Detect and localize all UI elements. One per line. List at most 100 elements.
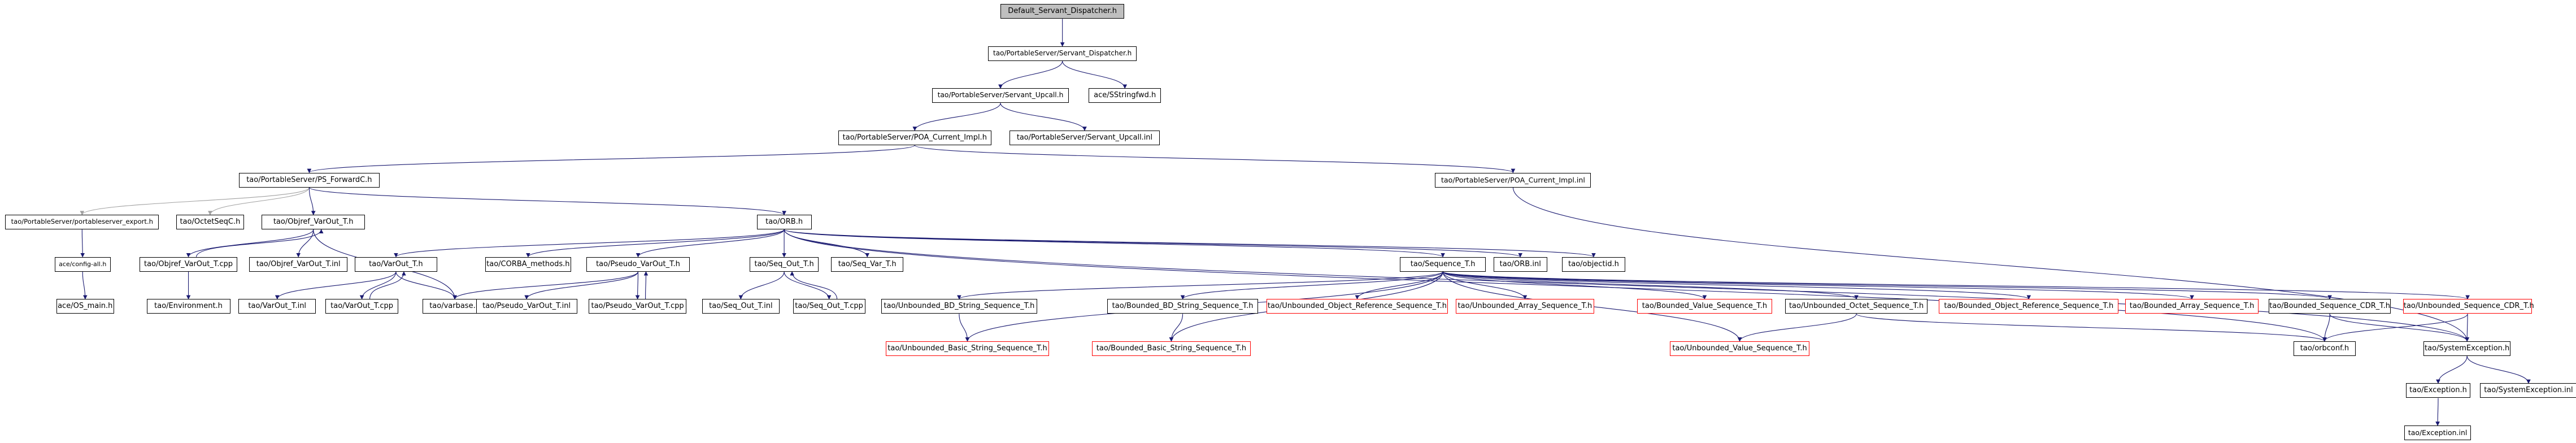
graph-node[interactable]: tao/Pseudo_VarOut_T.cpp: [588, 299, 687, 314]
graph-node[interactable]: tao/Seq_Out_T.inl: [702, 299, 780, 314]
dependency-edge: [526, 229, 785, 258]
dependency-edge: [369, 271, 406, 299]
dependency-edge: [208, 187, 310, 215]
graph-node[interactable]: tao/Objref_VarOut_T.cpp: [139, 257, 238, 272]
graph-node[interactable]: tao/SystemException.h: [2423, 341, 2510, 356]
graph-node[interactable]: tao/Seq_Out_T.cpp: [793, 299, 865, 314]
graph-node[interactable]: tao/OctetSeqC.h: [176, 215, 245, 230]
graph-node[interactable]: tao/Objref_VarOut_T.inl: [249, 257, 347, 272]
graph-node[interactable]: tao/Unbounded_Basic_String_Sequence_T.h: [886, 341, 1049, 356]
graph-node[interactable]: tao/PortableServer/POA_Current_Impl.inl: [1435, 172, 1591, 188]
dependency-edge: [784, 229, 870, 258]
graph-node[interactable]: tao/VarOut_T.cpp: [325, 299, 399, 314]
dependency-edge: [2436, 355, 2468, 384]
dependency-edge: [738, 271, 785, 300]
graph-node[interactable]: tao/Bounded_Object_Reference_Sequence_T.…: [1939, 299, 2119, 314]
graph-node[interactable]: tao/Bounded_Basic_String_Sequence_T.h: [1091, 341, 1251, 356]
graph-node[interactable]: tao/Seq_Out_T.h: [749, 257, 819, 272]
dependency-edge: [636, 229, 785, 258]
dependency-edge: [524, 271, 639, 300]
dependency-edge: [914, 145, 1515, 173]
graph-node[interactable]: tao/SystemException.inl: [2480, 383, 2576, 398]
graph-node: Default_Servant_Dispatcher.h: [1000, 4, 1125, 19]
graph-node[interactable]: tao/orbconf.h: [2294, 341, 2356, 356]
dependency-edge: [1442, 271, 2031, 300]
graph-node[interactable]: tao/objectid.h: [1562, 257, 1625, 272]
graph-node[interactable]: tao/Environment.h: [146, 299, 230, 314]
dependency-edge: [186, 229, 314, 258]
dependency-edge: [784, 229, 2327, 342]
graph-node[interactable]: tao/Bounded_Sequence_CDR_T.h: [2269, 299, 2391, 314]
dependency-edge: [1856, 313, 2327, 342]
graph-node[interactable]: tao/VarOut_T.h: [354, 257, 437, 272]
dependency-edge: [784, 229, 1596, 258]
graph-node[interactable]: ace/OS_main.h: [56, 299, 114, 314]
dependency-edge: [394, 229, 785, 258]
graph-node[interactable]: ace/SStringfwd.h: [1089, 88, 1161, 103]
dependency-edge: [308, 187, 316, 215]
graph-node[interactable]: tao/PortableServer/Servant_Upcall.h: [932, 88, 1069, 103]
graph-node[interactable]: tao/Sequence_T.h: [1400, 257, 1486, 272]
dependency-edge: [1442, 271, 1707, 300]
graph-node[interactable]: tao/Unbounded_Object_Reference_Sequence_…: [1266, 299, 1448, 314]
graph-node[interactable]: tao/Bounded_BD_String_Sequence_T.h: [1107, 299, 1258, 314]
graph-node[interactable]: tao/Bounded_Array_Sequence_T.h: [2125, 299, 2259, 314]
dependency-edge: [784, 229, 2469, 342]
dependency-edge: [296, 229, 314, 258]
dependency-edge: [1000, 103, 1087, 131]
graph-node[interactable]: tao/ORB.inl: [1493, 257, 1547, 272]
graph-node[interactable]: tao/Bounded_Value_Sequence_T.h: [1637, 299, 1773, 314]
dependency-edge: [1737, 314, 1857, 342]
graph-node[interactable]: tao/PortableServer/PS_ForwardC.h: [239, 172, 380, 188]
dependency-edge: [82, 271, 88, 300]
dependency-edge: [1442, 271, 1528, 300]
dependency-edge: [452, 271, 639, 300]
dependency-edge: [395, 271, 457, 300]
dependency-edge: [959, 314, 970, 342]
dependency-edge: [1355, 271, 1443, 300]
dependency-edge: [2322, 314, 2468, 342]
graph-node[interactable]: tao/Unbounded_BD_String_Sequence_T.h: [881, 299, 1037, 314]
dependency-edge: [195, 229, 324, 257]
dependency-edge: [1512, 187, 2469, 342]
dependency-edge: [1062, 60, 1128, 89]
dependency-edge: [307, 145, 915, 173]
dependency-edge: [790, 271, 838, 299]
dependency-edge: [1442, 271, 1859, 300]
dependency-edge: [1169, 314, 1183, 342]
dependency-edge: [2466, 355, 2531, 384]
dependency-edge: [998, 60, 1063, 89]
graph-node[interactable]: tao/Unbounded_Array_Sequence_T.h: [1455, 299, 1594, 314]
graph-node[interactable]: tao/Exception.inl: [2404, 425, 2471, 441]
dependency-edge: [957, 271, 1443, 300]
graph-node[interactable]: tao/PortableServer/POA_Current_Impl.h: [838, 131, 991, 146]
graph-node[interactable]: tao/Exception.h: [2406, 383, 2470, 398]
dependency-edge: [784, 229, 1445, 258]
graph-node[interactable]: tao/ORB.h: [756, 215, 812, 230]
graph-node[interactable]: tao/Seq_Var_T.h: [831, 257, 904, 272]
graph-node[interactable]: tao/Pseudo_VarOut_T.inl: [476, 299, 577, 314]
dependency-edge: [2465, 314, 2470, 342]
dependency-edge: [912, 103, 1001, 131]
dependency-edge: [275, 271, 397, 300]
dependency-edge: [1442, 271, 2332, 300]
dependency-edge: [359, 271, 397, 300]
graph-node[interactable]: tao/Pseudo_VarOut_T.h: [586, 257, 690, 272]
graph-node[interactable]: tao/Unbounded_Value_Sequence_T.h: [1670, 341, 1809, 356]
graph-node[interactable]: ace/config-all.h: [54, 257, 111, 272]
graph-node[interactable]: tao/PortableServer/Servant_Dispatcher.h: [988, 46, 1137, 61]
dependency-edge: [80, 187, 310, 215]
dependency-edge: [784, 271, 832, 300]
graph-node[interactable]: tao/VarOut_T.inl: [238, 299, 316, 314]
dependency-edge: [1442, 271, 2194, 300]
dependency-edge: [1180, 271, 1443, 300]
graph-node[interactable]: tao/Objref_VarOut_T.h: [262, 215, 365, 230]
graph-node[interactable]: tao/PortableServer/portableserver_export…: [5, 215, 159, 230]
graph-node[interactable]: tao/Unbounded_Sequence_CDR_T.h: [2403, 299, 2534, 314]
graph-node[interactable]: tao/PortableServer/Servant_Upcall.inl: [1009, 131, 1160, 146]
dependency-edge: [308, 187, 786, 215]
graph-node[interactable]: tao/Unbounded_Octet_Sequence_T.h: [1785, 299, 1928, 314]
graph-node[interactable]: tao/CORBA_methods.h: [485, 257, 571, 272]
